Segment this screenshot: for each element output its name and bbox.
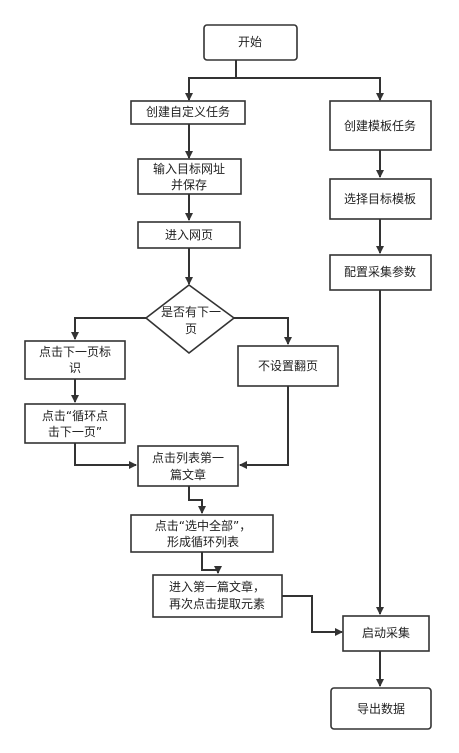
node-extract: 进入第一篇文章， 再次点击提取元素 (152, 574, 283, 618)
node-no-paging-shape (237, 345, 339, 387)
node-custom-task-shape (130, 100, 246, 125)
edges (71, 60, 384, 687)
node-click-next-label-2: 识 (69, 361, 81, 375)
edge-split-left (185, 77, 236, 101)
node-first-article-label-1: 点击列表第一 (152, 451, 224, 465)
node-input-url-shape (137, 158, 242, 195)
node-loop-next-label-1: 点击“循环点 (42, 409, 108, 423)
node-decision-label-1: 是否有下一 (161, 305, 221, 319)
node-no-paging-label: 不设置翻页 (258, 359, 318, 373)
node-click-next-shape (24, 340, 126, 380)
node-decision-label-2: 页 (185, 322, 197, 336)
node-select-template-label: 选择目标模板 (344, 192, 416, 206)
node-start: 开始 (203, 24, 298, 61)
node-select-all-shape (130, 514, 274, 553)
node-first-article-label-2: 篇文章 (170, 467, 206, 482)
node-first-article-shape (137, 445, 239, 487)
edge-split-right (236, 77, 384, 101)
node-input-url: 输入目标网址 并保存 (137, 158, 242, 195)
node-start-collect-shape (342, 615, 430, 652)
node-export-data: 导出数据 (330, 687, 432, 730)
node-input-url-label-1: 输入目标网址 (153, 161, 225, 176)
node-extract-label-2: 再次点击提取元素 (169, 596, 265, 611)
node-export-data-shape (330, 687, 432, 730)
node-loop-next-shape (24, 403, 126, 444)
node-extract-label-1: 进入第一篇文章， (169, 579, 265, 594)
node-enter-page-shape (137, 221, 241, 249)
node-loop-next: 点击“循环点 击下一页” (24, 403, 126, 444)
node-template-task: 创建模板任务 (329, 100, 432, 151)
node-click-next-label-1: 点击下一页标 (39, 345, 111, 359)
node-no-paging: 不设置翻页 (237, 345, 339, 387)
node-template-task-label: 创建模板任务 (344, 118, 416, 133)
node-first-article: 点击列表第一 篇文章 (137, 445, 239, 487)
node-config-params-label: 配置采集参数 (344, 264, 416, 279)
node-custom-task: 创建自定义任务 (130, 100, 246, 125)
node-decision: 是否有下一 页 (144, 283, 236, 355)
node-loop-next-label-2: 击下一页” (48, 425, 102, 439)
edge-select-extract (201, 552, 222, 574)
node-click-next: 点击下一页标 识 (24, 340, 126, 380)
node-start-collect-label: 启动采集 (362, 625, 410, 640)
node-start-label: 开始 (238, 35, 262, 49)
node-select-all-label-1: 点击“选中全部”， (155, 518, 251, 533)
node-enter-page: 进入网页 (137, 221, 241, 249)
node-template-task-shape (329, 100, 432, 151)
node-decision-shape (144, 283, 236, 355)
node-select-all-label-2: 形成循环列表 (167, 535, 239, 549)
node-config-params: 配置采集参数 (329, 254, 432, 291)
node-select-template-shape (329, 178, 432, 220)
edge-first-select (188, 486, 206, 514)
edge-decision-right (234, 317, 292, 345)
node-select-template: 选择目标模板 (329, 178, 432, 220)
node-config-params-shape (329, 254, 432, 291)
node-enter-page-label: 进入网页 (165, 228, 213, 242)
node-start-shape (203, 24, 298, 61)
node-select-all: 点击“选中全部”， 形成循环列表 (130, 514, 274, 553)
node-extract-shape (152, 574, 283, 618)
edge-extract-collect (282, 595, 343, 636)
edge-nopaging-first (239, 386, 289, 469)
edge-decision-left (71, 317, 146, 340)
node-custom-task-label: 创建自定义任务 (146, 104, 230, 119)
edge-loop-first (74, 443, 137, 469)
node-input-url-label-2: 并保存 (171, 178, 207, 192)
node-export-data-label: 导出数据 (357, 701, 405, 716)
node-start-collect: 启动采集 (342, 615, 430, 652)
